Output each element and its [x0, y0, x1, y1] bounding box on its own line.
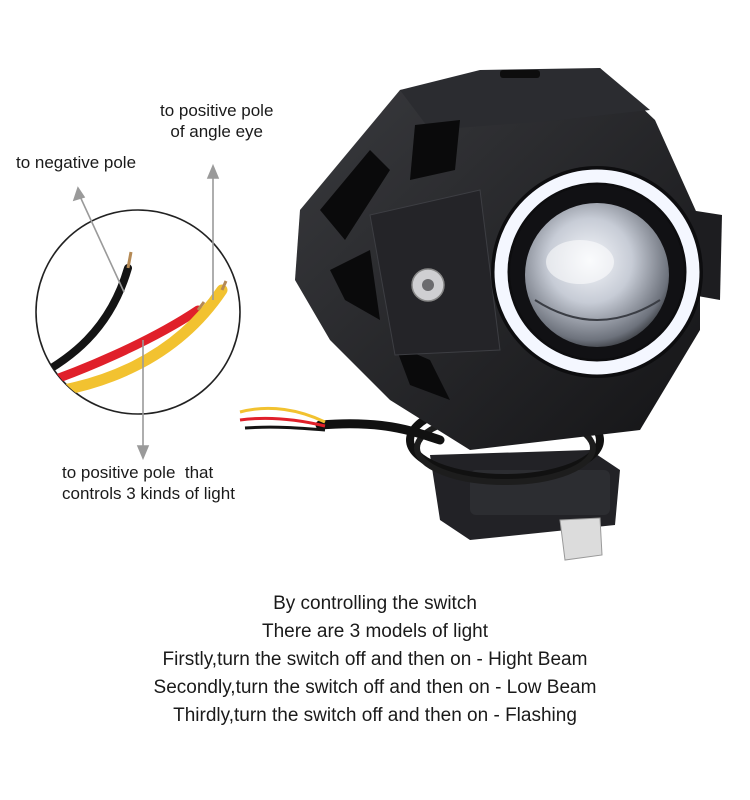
label-positive-control: to positive pole that controls 3 kinds o…: [62, 462, 235, 504]
arrows: [72, 163, 220, 461]
caption-block: By controlling the switch There are 3 mo…: [0, 590, 750, 730]
caption-line: Firstly,turn the switch off and then on …: [162, 649, 588, 670]
caption-line: Secondly,turn the switch off and then on…: [153, 677, 597, 698]
label-positive-control-line1: to positive pole that: [62, 463, 214, 482]
label-positive-angle-eye-line2: of angle eye: [170, 122, 264, 141]
label-negative-pole: to negative pole: [16, 153, 137, 172]
caption-line: There are 3 models of light: [261, 621, 488, 642]
caption-line: By controlling the switch: [273, 593, 477, 614]
label-positive-angle-eye-line1: to positive pole: [160, 101, 274, 120]
label-positive-angle-eye: to positive pole of angle eye: [160, 100, 273, 142]
arrow-negative: [77, 191, 125, 293]
label-positive-control-line2: controls 3 kinds of light: [62, 484, 235, 503]
wire-closeup-circle: [35, 209, 241, 415]
caption-line: Thirdly,turn the switch off and then on …: [173, 705, 577, 726]
led-spotlight-image: [239, 68, 722, 561]
